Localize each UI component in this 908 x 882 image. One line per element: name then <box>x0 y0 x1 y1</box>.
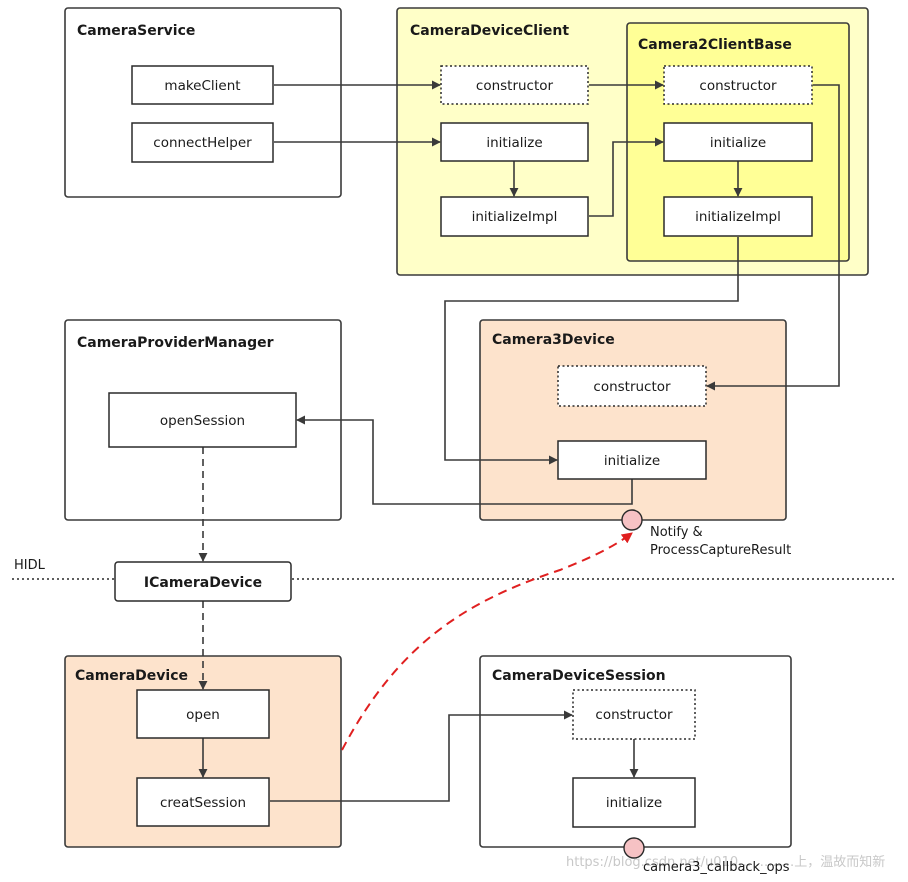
callback-port-icon <box>623 837 645 859</box>
camera2-client-base-title: Camera2ClientBase <box>638 37 792 53</box>
client-base-constructor-label: constructor <box>699 78 777 94</box>
opensession-label: openSession <box>160 413 245 429</box>
camera-service-title: CameraService <box>77 23 195 39</box>
device-client-initializeimpl-label: initializeImpl <box>472 209 558 225</box>
device-client-constructor-label: constructor <box>476 78 554 94</box>
client-base-initializeimpl-box[interactable]: initializeImpl <box>663 196 813 237</box>
makeclient-box[interactable]: makeClient <box>131 65 274 105</box>
arrow-creatsession-to-session-constructor <box>270 710 573 802</box>
camera3-initialize-box[interactable]: initialize <box>557 440 707 480</box>
camera-provider-manager-title: CameraProviderManager <box>77 335 274 351</box>
opensession-box[interactable]: openSession <box>108 392 297 448</box>
camera-device-title: CameraDevice <box>75 668 188 684</box>
camera-device-session-title: CameraDeviceSession <box>492 668 666 684</box>
icameradevice-box[interactable]: ICameraDevice <box>114 561 292 602</box>
callback-arrow <box>341 532 633 751</box>
notify-port-icon <box>621 509 643 531</box>
notify-label-line1: Notify & <box>650 525 703 540</box>
session-initialize-label: initialize <box>606 795 662 811</box>
arrow-initializeimpl-to-base-initialize <box>589 137 664 217</box>
open-box[interactable]: open <box>136 689 270 739</box>
session-constructor-label: constructor <box>595 707 673 723</box>
client-base-constructor-box[interactable]: constructor <box>663 65 813 105</box>
device-client-initialize-label: initialize <box>486 135 542 151</box>
camera3-initialize-label: initialize <box>604 453 660 469</box>
camera3-device-container: Camera3Device <box>479 319 787 521</box>
device-client-constructor-box[interactable]: constructor <box>440 65 589 105</box>
device-client-initializeimpl-box[interactable]: initializeImpl <box>440 196 589 237</box>
arrow-camera3-initialize-to-opensession <box>296 415 633 505</box>
creatsession-label: creatSession <box>160 795 246 811</box>
connecthelper-label: connectHelper <box>153 135 252 151</box>
makeclient-label: makeClient <box>164 78 240 94</box>
camera3-constructor-label: constructor <box>593 379 671 395</box>
open-label: open <box>186 707 220 723</box>
device-client-initialize-box[interactable]: initialize <box>440 122 589 162</box>
client-base-initialize-label: initialize <box>710 135 766 151</box>
creatsession-box[interactable]: creatSession <box>136 777 270 827</box>
client-base-initializeimpl-label: initializeImpl <box>695 209 781 225</box>
notify-label-line2: ProcessCaptureResult <box>650 543 791 558</box>
session-initialize-box[interactable]: initialize <box>572 777 696 828</box>
icameradevice-label: ICameraDevice <box>144 575 262 591</box>
camera-device-client-title: CameraDeviceClient <box>410 23 569 39</box>
arrow-base-initializeimpl-to-camera3-initialize <box>444 237 739 465</box>
connecthelper-box[interactable]: connectHelper <box>131 122 274 163</box>
camera3-constructor-box[interactable]: constructor <box>557 365 707 407</box>
camera3-device-title: Camera3Device <box>492 332 615 348</box>
watermark-text: https://blog.csdn.net/u010… ………上，温故而知新 <box>566 854 885 870</box>
hidl-label: HIDL <box>14 558 46 573</box>
client-base-initialize-box[interactable]: initialize <box>663 122 813 162</box>
session-constructor-box[interactable]: constructor <box>572 689 696 740</box>
callback-label: camera3_callback_ops <box>643 860 790 875</box>
arrow-base-constructor-to-camera3-constructor <box>706 84 840 391</box>
